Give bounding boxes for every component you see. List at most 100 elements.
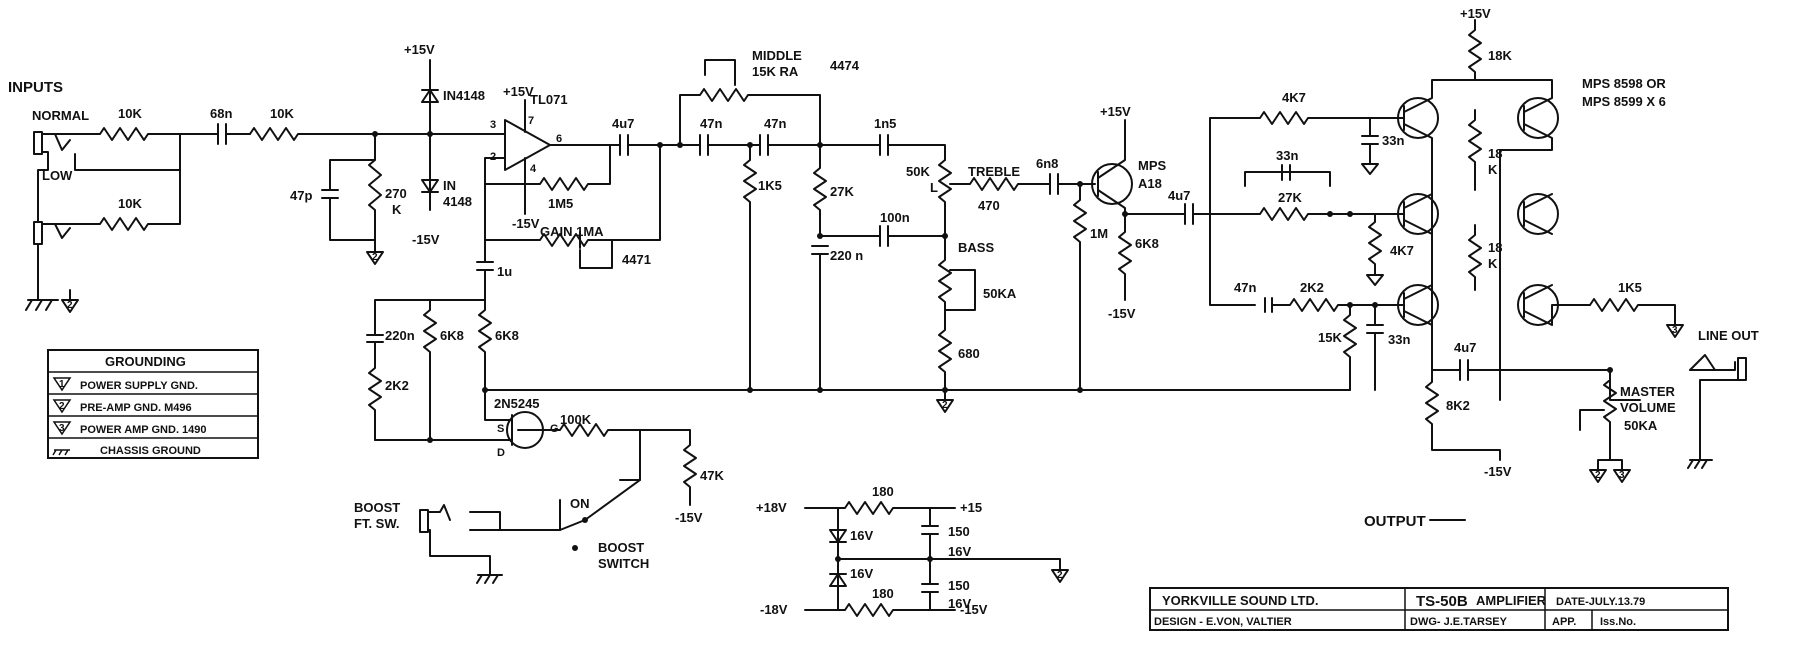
normal-input-jack	[33, 131, 43, 155]
model-name: TS-50B	[1416, 593, 1468, 610]
grounding-row-4: CHASSIS GROUND	[100, 445, 201, 457]
diode-bot-label-b: 4148	[443, 194, 472, 209]
svg-text:S: S	[497, 423, 504, 435]
bass-pot-label: 50KA	[983, 286, 1017, 301]
c-68n-label: 68n	[210, 106, 232, 121]
supply-p15-3: +15V	[1100, 104, 1131, 119]
svg-text:6: 6	[556, 133, 562, 145]
grounding-row-3: POWER AMP GND. 1490	[80, 424, 207, 436]
r-18k-b-label-2: K	[1488, 162, 1498, 177]
treble-pot-label-b: L	[930, 180, 938, 195]
r-1k5-b-label: 1K5	[1618, 280, 1642, 295]
opamp-stage: +15V TL071 3 2 7 6 4 -15V 1M5 4u7 GAIN 1…	[354, 84, 724, 584]
psu-c150-b-label: 150	[948, 578, 970, 593]
opamp-label: TL071	[530, 92, 568, 107]
supply-p15-1: +15V	[404, 42, 435, 57]
issue-number: Iss.No.	[1600, 616, 1636, 628]
output-label: OUTPUT	[1364, 513, 1426, 530]
inputs-title: INPUTS	[8, 79, 63, 96]
boost-on-label: ON	[570, 496, 590, 511]
psu-z16-b-label: 16V	[850, 566, 873, 581]
r-10k-series-label: 10K	[270, 106, 294, 121]
r-18k-c-label-1: 18	[1488, 240, 1502, 255]
boost-switch-label-b: SWITCH	[598, 556, 649, 571]
fet-label: 2N5245	[494, 396, 540, 411]
c-47n-a-label: 47n	[700, 116, 722, 131]
grounding-row-1: POWER SUPPLY GND.	[80, 380, 198, 392]
r-4k7-a-label: 4K7	[1282, 90, 1306, 105]
svg-text:2: 2	[67, 300, 73, 311]
line-out-jack	[1737, 357, 1747, 381]
svg-text:2: 2	[1595, 470, 1601, 481]
svg-text:1: 1	[59, 379, 65, 390]
supply-m15-3: -15V	[1108, 306, 1136, 321]
c-1u-label: 1u	[497, 264, 512, 279]
r-8k2-label: 8K2	[1446, 398, 1470, 413]
master-label-c: 50KA	[1624, 418, 1658, 433]
master-label-a: MASTER	[1620, 384, 1676, 399]
psu-c16v-b-label: 16V	[948, 596, 971, 611]
output-transistor-4	[1517, 97, 1559, 139]
output-transistor-label-b: MPS 8599 X 6	[1582, 94, 1666, 109]
output-transistor-label-a: MPS 8598 OR	[1582, 76, 1666, 91]
c-4u7-b-label: 4u7	[1168, 188, 1190, 203]
model-type: AMPLIFIER	[1476, 593, 1547, 608]
r-680-label: 680	[958, 346, 980, 361]
company-name: YORKVILLE SOUND LTD.	[1162, 593, 1318, 608]
r-6k8-b-label: 6K8	[495, 328, 519, 343]
c-6n8-label: 6n8	[1036, 156, 1058, 171]
r-1m-label: 1M	[1090, 226, 1108, 241]
input-low-label: LOW	[42, 168, 73, 183]
c-100n-label: 100n	[880, 210, 910, 225]
diode-top-label: IN4148	[443, 88, 485, 103]
r-10k-series-resistor	[249, 127, 481, 141]
psu-p15-label: +15	[960, 500, 982, 515]
c-4u7-c-label: 4u7	[1454, 340, 1476, 355]
r-18k-b-label-1: 18	[1488, 146, 1502, 161]
r-47k-label: 47K	[700, 468, 724, 483]
r-27k-a-label: 27K	[830, 184, 854, 199]
psu-z16-a-label: 16V	[850, 528, 873, 543]
boost-fs-label-a: BOOST	[354, 500, 400, 515]
c-68n-cap	[179, 123, 251, 145]
boost-footswitch-jack	[419, 509, 429, 533]
power-supply: +18V -18V 180 180 +15 -15V 16V 16V 150 1…	[756, 484, 1069, 617]
c-1n5-label: 1n5	[874, 116, 896, 131]
r-in1-label: 10K	[118, 106, 142, 121]
r-in2-label: 10K	[118, 196, 142, 211]
r-18k-a-label: 18K	[1488, 48, 1512, 63]
supply-p15-4: +15V	[1460, 6, 1491, 21]
c-33n-c-label: 33n	[1388, 332, 1410, 347]
r-6k8-a-label: 6K8	[440, 328, 464, 343]
c-33n-a-label: 33n	[1382, 133, 1404, 148]
svg-text:2: 2	[59, 401, 65, 412]
buffer-stage: 6n8 1M +15V MPS A18 6K8 -15V 4u7	[1036, 104, 1211, 391]
grounding-title: GROUNDING	[105, 354, 186, 369]
c-47p-label: 47p	[290, 188, 312, 203]
transistor-label-b: A18	[1138, 176, 1162, 191]
psu-p18-label: +18V	[756, 500, 787, 515]
c-33n-b-label: 33n	[1276, 148, 1298, 163]
svg-text:3: 3	[1619, 470, 1625, 481]
svg-text:2: 2	[942, 400, 948, 411]
svg-text:D: D	[497, 447, 505, 459]
c-4u7-a-label: 4u7	[612, 116, 634, 131]
r-27k-b-label: 27K	[1278, 190, 1302, 205]
mps-a18-transistor	[1091, 163, 1133, 205]
diode-bot-label-a: IN	[443, 178, 456, 193]
supply-m15-1: -15V	[412, 232, 440, 247]
c-220n-b-label: 220 n	[830, 248, 863, 263]
r-2k2-b-label: 2K2	[1300, 280, 1324, 295]
grounding-row-2: PRE-AMP GND. M496	[80, 402, 192, 414]
ground-2-icon	[1051, 569, 1069, 583]
c-47n-b-label: 47n	[764, 116, 786, 131]
transistor-label-a: MPS	[1138, 158, 1167, 173]
grounding-table: GROUNDING 1 POWER SUPPLY GND. 2 PRE-AMP …	[47, 349, 259, 459]
r-in1-resistor	[74, 127, 181, 141]
gain-pot-label: GAIN 1MA	[540, 224, 604, 239]
r-15k-label: 15K	[1318, 330, 1342, 345]
r-1k5-a-label: 1K5	[758, 178, 782, 193]
middle-label-b: 15K RA	[752, 64, 799, 79]
treble-label: TREBLE	[968, 164, 1020, 179]
